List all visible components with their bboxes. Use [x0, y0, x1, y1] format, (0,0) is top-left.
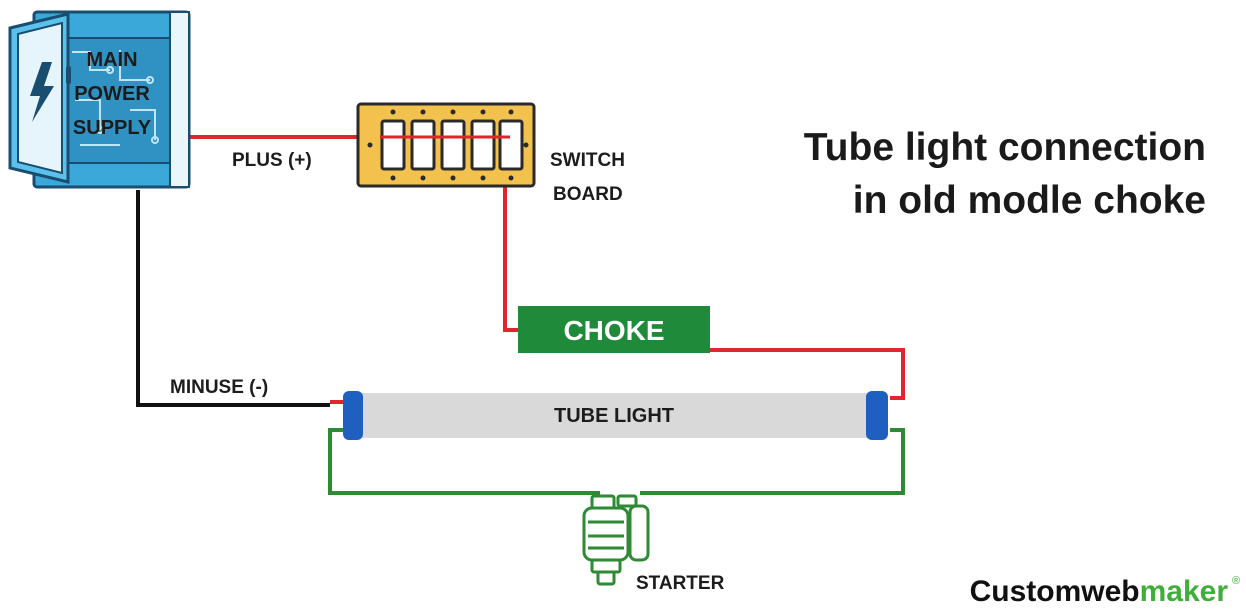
panel-label-line3: SUPPLY: [73, 117, 152, 139]
plus-label: PLUS (+): [232, 150, 312, 171]
switch-board: [356, 102, 536, 188]
choke-label: CHOKE: [563, 315, 664, 346]
minus-wire: [136, 190, 330, 407]
choke-to-tube-wire: [710, 348, 905, 400]
tube-right-cap: [866, 391, 888, 440]
switch-board-label-line2: BOARD: [553, 184, 623, 205]
tube-left-cap: [343, 391, 363, 440]
starter-wire-left: [328, 428, 600, 495]
minus-label: MINUSE (-): [170, 377, 268, 398]
brand-logo: Customwebmaker: [970, 575, 1229, 605]
brand-part2: maker: [1140, 575, 1229, 605]
starter-label: STARTER: [636, 573, 725, 594]
diagram-title-line2: in old modle choke: [853, 179, 1206, 222]
panel-label-line2: POWER: [74, 83, 150, 105]
brand-part1: Customweb: [970, 575, 1140, 605]
starter-wire-right: [640, 428, 905, 495]
brand-registered-mark: ®: [1232, 575, 1240, 587]
choke: CHOKE: [518, 306, 710, 353]
panel-label-line1: MAIN: [86, 49, 137, 71]
tube-light-label: TUBE LIGHT: [554, 405, 674, 427]
starter: [582, 494, 650, 586]
lightning-bolt-icon: [30, 62, 54, 122]
main-power-supply: MAIN POWER SUPPLY: [8, 10, 191, 189]
switch-board-label-line1: SWITCH: [550, 150, 625, 171]
tube-light: TUBE LIGHT: [343, 391, 888, 440]
diagram-title-line1: Tube light connection: [804, 126, 1206, 169]
